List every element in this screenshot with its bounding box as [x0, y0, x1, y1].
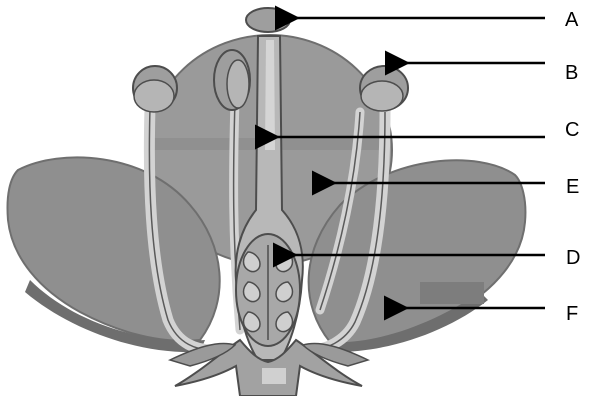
receptacle-highlight	[262, 368, 286, 384]
right-petal-patch	[420, 282, 484, 304]
label-f: F	[566, 304, 578, 324]
left-outer-anther	[133, 66, 177, 112]
label-a: A	[565, 10, 578, 30]
stigma	[246, 8, 290, 32]
right-outer-anther	[360, 66, 408, 111]
label-c: C	[565, 120, 579, 140]
left-inner-anther	[214, 50, 250, 110]
style-highlight	[265, 40, 275, 150]
label-b: B	[565, 63, 578, 83]
label-d: D	[566, 248, 580, 268]
label-e: E	[566, 177, 579, 197]
